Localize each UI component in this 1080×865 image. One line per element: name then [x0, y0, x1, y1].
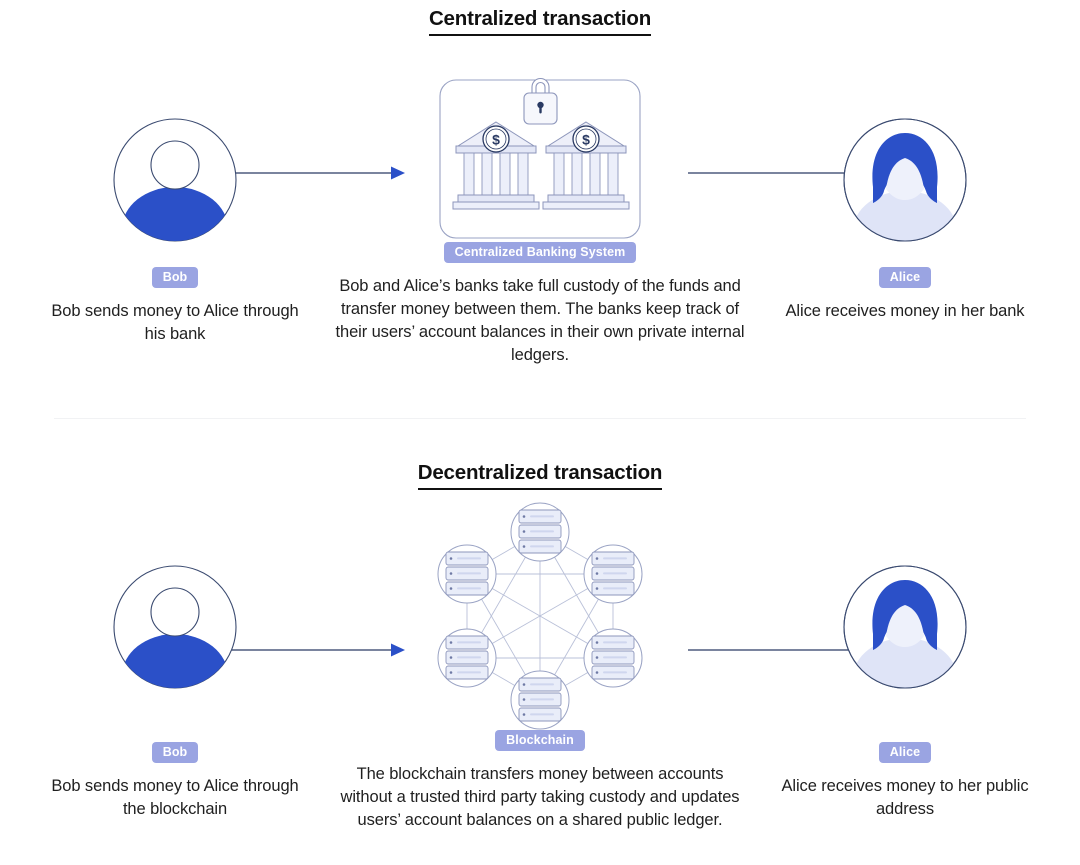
- column-bob-centralized: Bob Bob sends money to Alice through his…: [40, 92, 310, 346]
- column-alice-decentralized: Alice Alice receives money to her public…: [770, 512, 1040, 821]
- caption-blockchain: The blockchain transfers money between a…: [340, 765, 740, 829]
- section-title-decentralized: Decentralized transaction: [417, 461, 662, 490]
- arrow-left-to-center-1: [225, 163, 405, 183]
- caption-bob-2: Bob sends money to Alice through the blo…: [51, 777, 299, 819]
- column-blockchain: Blockchain The blockchain transfers mone…: [330, 502, 750, 832]
- column-banks-centralized: $: [330, 77, 750, 366]
- section-centralized: Centralized transaction: [0, 0, 1080, 420]
- caption-centralized-banking-system: Bob and Alice’s banks take full custody …: [335, 277, 745, 364]
- svg-text:$: $: [492, 131, 500, 147]
- section-title-centralized: Centralized transaction: [428, 7, 651, 36]
- bank-custody-panel: $: [430, 67, 650, 242]
- badge-blockchain: Blockchain: [495, 730, 585, 752]
- badge-centralized-banking-system: Centralized Banking System: [443, 242, 637, 264]
- caption-alice-2: Alice receives money to her public addre…: [781, 777, 1029, 819]
- svg-text:$: $: [582, 131, 590, 147]
- caption-alice-1: Alice receives money in her bank: [785, 302, 1025, 321]
- section-decentralized: Decentralized transaction: [0, 461, 1080, 865]
- blockchain-network: [425, 500, 655, 730]
- avatar-bob-1: [112, 92, 238, 267]
- caption-bob-1: Bob sends money to Alice through his ban…: [51, 302, 299, 344]
- avatar-alice-2: [842, 512, 968, 742]
- badge-alice-1: Alice: [878, 267, 932, 289]
- avatar-bob-2: [112, 512, 238, 742]
- badge-bob-2: Bob: [151, 742, 199, 764]
- avatar-alice-1: [842, 92, 968, 267]
- badge-alice-2: Alice: [878, 742, 932, 764]
- column-bob-decentralized: Bob Bob sends money to Alice through the…: [40, 512, 310, 821]
- badge-bob-1: Bob: [151, 267, 199, 289]
- column-alice-centralized: Alice Alice receives money in her bank: [770, 92, 1040, 323]
- arrow-left-to-center-2: [225, 640, 405, 660]
- section-divider: [54, 418, 1026, 419]
